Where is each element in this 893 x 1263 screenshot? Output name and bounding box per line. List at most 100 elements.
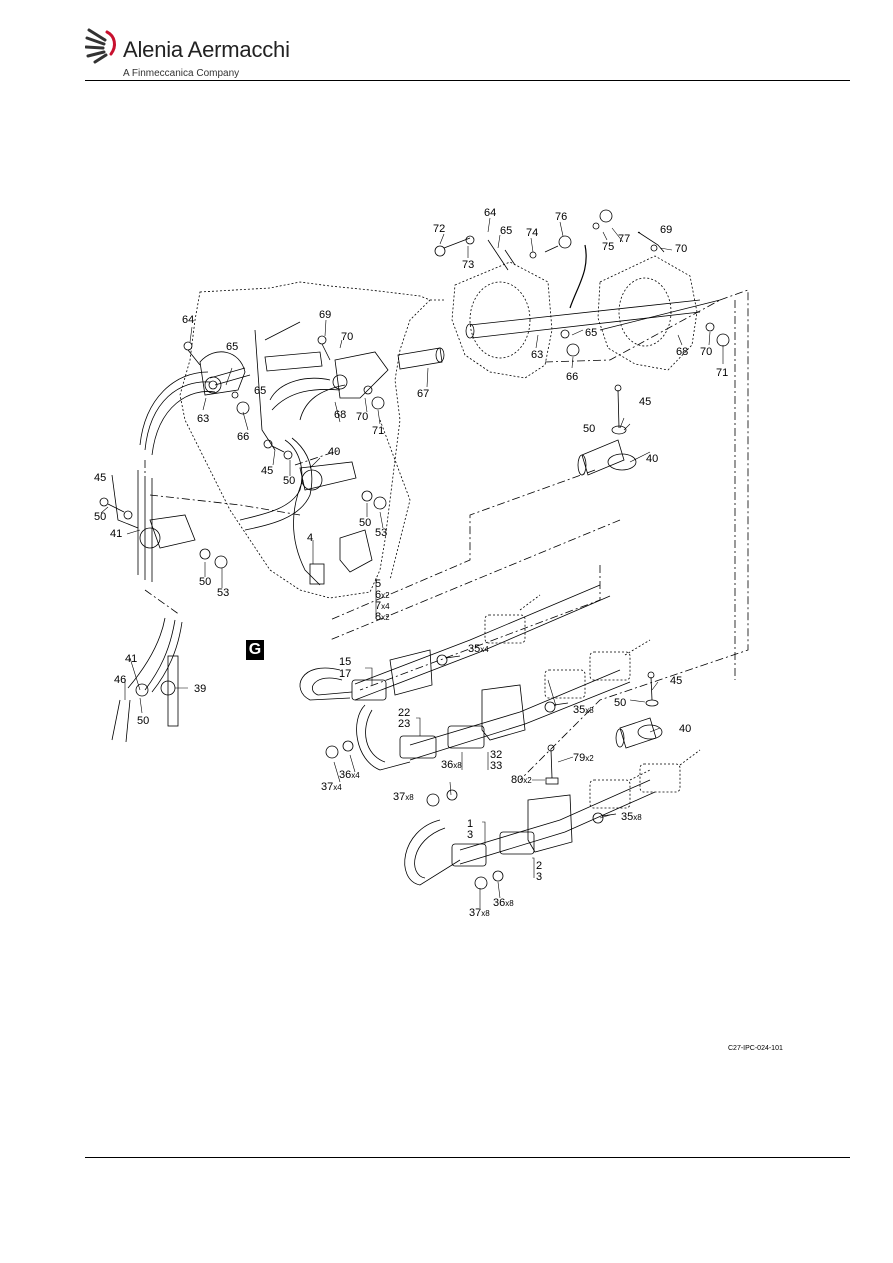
callout: 40 [646, 453, 658, 465]
svg-text:79x2: 79x2 [573, 752, 594, 764]
callout: 69 [319, 309, 331, 321]
quantity: x8 [505, 899, 514, 908]
callout: 45 [94, 472, 106, 484]
callout: 71 [372, 425, 384, 437]
quantity: x4 [480, 645, 489, 654]
quantity: x2 [585, 754, 594, 763]
callout: 72 [433, 223, 445, 235]
quantity: x8 [585, 706, 594, 715]
callout: 70 [341, 331, 353, 343]
bulkhead-plate-2 [597, 255, 698, 371]
callout: 35 [621, 811, 633, 823]
callout: 74 [526, 227, 538, 239]
callout: 53 [375, 527, 387, 539]
callout: 39 [194, 683, 206, 695]
callout: 53 [217, 587, 229, 599]
callout: 50 [199, 576, 211, 588]
header-rule [85, 80, 850, 81]
connector-harness-15 [299, 667, 353, 701]
svg-text:37x8: 37x8 [393, 791, 414, 803]
callout-labels: 72 73 64 65 74 76 75 77 69 70 65 63 66 6… [94, 207, 728, 919]
callout: 66 [566, 371, 578, 383]
callout: 45 [261, 465, 273, 477]
callout: 64 [484, 207, 496, 219]
svg-text:36x8: 36x8 [493, 897, 514, 909]
callout: 2 [536, 860, 542, 872]
callout: 17 [339, 668, 351, 680]
callout: 66 [237, 431, 249, 443]
svg-text:7x4: 7x4 [375, 600, 390, 612]
callout: 40 [328, 446, 340, 458]
brand-name: Alenia Aermacchi [123, 37, 290, 62]
callout: 33 [490, 760, 502, 772]
callout: 80 [511, 774, 523, 786]
callout: 3 [536, 871, 542, 883]
callout: 23 [398, 718, 410, 730]
callout: 5 [375, 578, 381, 590]
svg-text:35x8: 35x8 [621, 811, 642, 823]
callout: 70 [356, 411, 368, 423]
quantity: x2 [381, 613, 390, 622]
svg-text:35x8: 35x8 [573, 704, 594, 716]
callout: 37 [321, 781, 333, 793]
footer-rule [85, 1157, 850, 1158]
callout: 36 [441, 759, 453, 771]
quantity: x2 [381, 591, 390, 600]
quantity: x2 [523, 776, 532, 785]
callout: 64 [182, 314, 194, 326]
callout: 65 [500, 225, 512, 237]
callout: 70 [700, 346, 712, 358]
callout: 36 [493, 897, 505, 909]
svg-text:37x8: 37x8 [469, 907, 490, 919]
figure-id: C27-IPC-024-101 [728, 1045, 783, 1052]
callout: 7 [375, 600, 381, 612]
callout: 71 [716, 367, 728, 379]
quantity: x8 [453, 761, 462, 770]
svg-text:36x4: 36x4 [339, 769, 360, 781]
callout: 75 [602, 241, 614, 253]
cable-run-upper [469, 299, 701, 339]
callout: 50 [359, 517, 371, 529]
svg-text:6x2: 6x2 [375, 589, 390, 601]
quantity: x8 [405, 793, 414, 802]
page-header: Alenia Aermacchi A Finmeccanica Company [0, 0, 893, 82]
callout: 50 [283, 475, 295, 487]
callout: 36 [339, 769, 351, 781]
quantity: x4 [351, 771, 360, 780]
quantity: x8 [633, 813, 642, 822]
callout: 3 [467, 829, 473, 841]
callout: 46 [114, 674, 126, 686]
quantity: x8 [481, 909, 490, 918]
callout: 50 [94, 511, 106, 523]
svg-text:37x4: 37x4 [321, 781, 342, 793]
callout: 22 [398, 707, 410, 719]
callout: 63 [531, 349, 543, 361]
callout: 37 [469, 907, 481, 919]
callout: 6 [375, 589, 381, 601]
callout: 68 [334, 409, 346, 421]
callout: 41 [110, 528, 122, 540]
view-label-badge: G [246, 640, 264, 660]
callout: 45 [639, 396, 651, 408]
callout: 4 [307, 532, 313, 544]
quantity: x4 [381, 602, 390, 611]
callout: 8 [375, 611, 381, 623]
brand-subtitle: A Finmeccanica Company [123, 68, 240, 79]
callout: 69 [660, 224, 672, 236]
callout: 65 [254, 385, 266, 397]
callout: 15 [339, 656, 351, 668]
callout: 40 [679, 723, 691, 735]
callout: 50 [583, 423, 595, 435]
callout: 35 [468, 643, 480, 655]
svg-text:80x2: 80x2 [511, 774, 532, 786]
callout: 67 [417, 388, 429, 400]
callout: 63 [197, 413, 209, 425]
callout: 79 [573, 752, 585, 764]
callout: 50 [614, 697, 626, 709]
callout: 50 [137, 715, 149, 727]
bulkhead-plate-1 [451, 261, 553, 379]
svg-text:35x4: 35x4 [468, 643, 489, 655]
callout: 41 [125, 653, 137, 665]
alenia-aermacchi-logo-icon [85, 28, 116, 64]
